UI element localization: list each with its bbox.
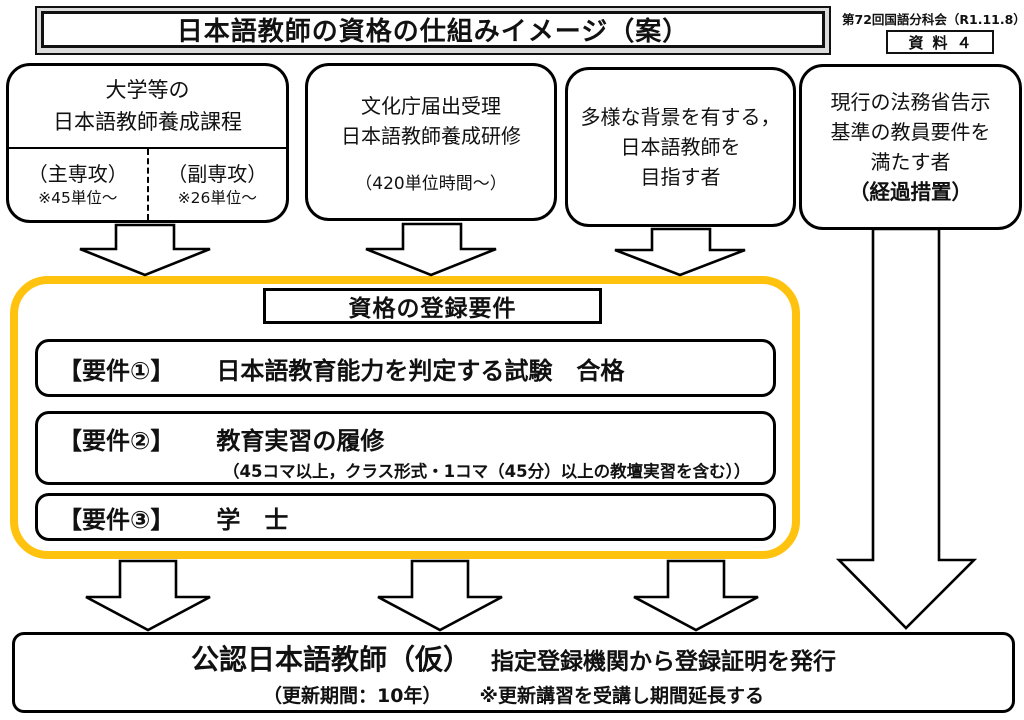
requirement-1-label: 【要件①】 [58,356,175,385]
result-box: 公認日本語教師（仮） 指定登録機関から登録証明を発行 （更新期間：10年） ※更… [12,632,1015,713]
source-box-agency-training: 文化庁届出受理 日本語教師養成研修 （420単位時間～） [305,63,557,221]
document-number-box: 資料４ [886,30,994,54]
result-renewal-period: （更新期間：10年） [263,684,442,707]
down-arrow-training [365,222,497,277]
registration-heading: 資格の登録要件 [263,288,602,324]
requirement-1-box: 【要件①】 日本語教育能力を判定する試験 合格 [35,339,776,397]
diagram-title-frame: 日本語教師の資格の仕組みイメージ（案） [35,6,831,55]
diagram-title: 日本語教師の資格の仕組みイメージ（案） [41,11,825,48]
source-box-transitional-measure: 現行の法務省告示 基準の教員要件を 満たす者 （経過措置） [799,64,1022,230]
down-arrow-university [79,223,211,277]
down-arrow-result-2 [377,559,503,632]
requirement-1-text: 日本語教育能力を判定する試験 合格 [216,356,625,385]
transitional-measure-emphasis: （経過措置） [849,179,972,204]
university-course-tracks: （主専攻） ※45単位～ （副専攻） ※26単位～ [9,147,286,220]
university-course-title: 大学等の 日本語教師養成課程 [53,78,242,134]
down-arrow-diverse [614,227,746,277]
requirement-2-text: 教育実習の履修 [216,427,385,455]
result-title: 公認日本語教師（仮） [190,642,471,676]
requirement-2-label: 【要件②】 [58,427,175,455]
minor-track: （副専攻） ※26単位～ [146,149,287,220]
down-arrow-result-1 [85,559,211,632]
down-arrow-bypass [835,227,978,630]
requirement-2-box: 【要件②】 教育実習の履修 （45コマ以上，クラス形式・1コマ（45分）以上の教… [35,411,776,485]
requirement-3-label: 【要件③】 [58,505,175,534]
major-track: （主専攻） ※45単位～ [27,161,128,207]
result-renewal-note: ※更新講習を受講し期間延長する [479,684,764,707]
meeting-note: 第72回国語分科会（R1.11.8） [842,12,1024,27]
source-box-university-course: 大学等の 日本語教師養成課程 （主専攻） ※45単位～ （副専攻） ※26単位～ [6,63,289,223]
requirement-3-box: 【要件③】 学 士 [35,493,776,541]
requirement-2-note: （45コマ以上，クラス形式・1コマ（45分）以上の教壇実習を含む）） [223,462,751,481]
down-arrow-result-3 [633,559,759,632]
result-subtitle: 指定登録機関から登録証明を発行 [491,648,836,675]
source-box-diverse-background: 多様な背景を有する， 日本語教師を 目指す者 [565,67,796,227]
requirement-3-text: 学 士 [216,505,289,534]
